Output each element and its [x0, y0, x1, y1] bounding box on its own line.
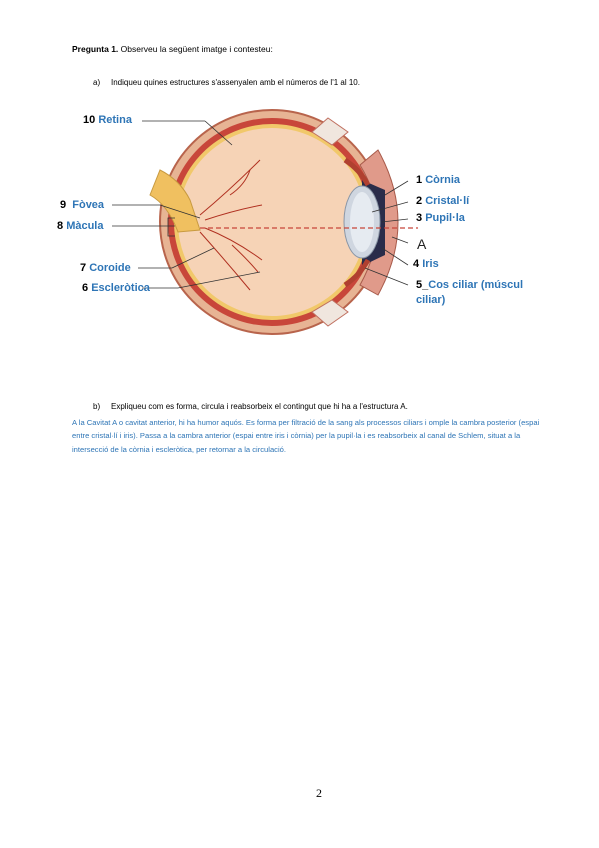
label-4-iris: 4 Iris: [413, 258, 439, 270]
label-7-coroide: 7 Coroide: [80, 262, 131, 274]
label-8-macula: 8 Màcula: [57, 220, 104, 232]
label-10-retina: 10 Retina: [83, 114, 132, 126]
label-1-cornia: 1 Còrnia: [416, 174, 461, 186]
eye-diagram: [112, 109, 418, 335]
label-A: A: [417, 236, 427, 252]
label-3-pupilla: 3 Pupil·la: [416, 212, 465, 224]
label-2-cristalli: 2 Cristal·lí: [416, 195, 470, 207]
label-6-esclerotica: 6 Escleròtica: [82, 282, 150, 294]
page-number: 2: [316, 786, 322, 800]
answer-text: A la Cavitat A o cavitat anterior, hi ha…: [72, 418, 540, 454]
question-part-a: a)Indiqueu quines estructures s'assenyal…: [93, 78, 360, 87]
question-part-b: b)Expliqueu com es forma, circula i reab…: [93, 402, 408, 411]
label-9-fovea: 9 Fòvea: [60, 199, 105, 211]
question-title: Pregunta 1. Observeu la següent imatge i…: [72, 44, 273, 54]
